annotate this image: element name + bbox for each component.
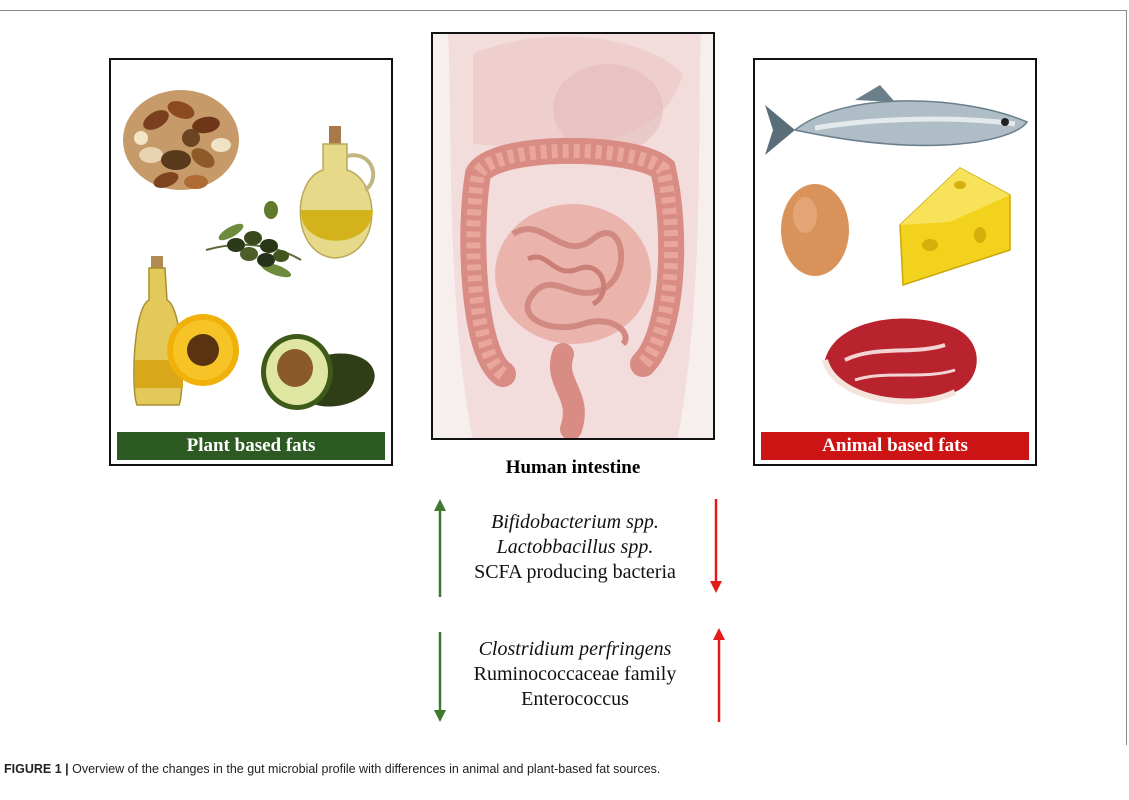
nuts-icon (123, 90, 239, 191)
olive-oil-jar-icon (300, 126, 373, 258)
human-intestine-panel (431, 32, 715, 440)
bacteria-name: SCFA producing bacteria (440, 560, 710, 585)
avocado-icon (261, 334, 379, 413)
plant-fats-banner: Plant based fats (117, 432, 385, 460)
animal-fats-panel: Animal based fats (753, 58, 1037, 466)
figure-caption-text: Overview of the changes in the gut micro… (72, 762, 660, 776)
bacteria-name: Enterococcus (440, 687, 710, 712)
olives-icon (206, 201, 301, 280)
animal-increase-arrow-up-icon (711, 626, 727, 724)
animal-fats-banner: Animal based fats (761, 432, 1029, 460)
meat-icon (825, 318, 977, 401)
figure-caption: FIGURE 1 | Overview of the changes in th… (4, 762, 660, 776)
bacteria-group-2: Clostridium perfringens Ruminococcaceae … (440, 637, 710, 712)
sunflower-icon (167, 314, 239, 386)
fish-icon (765, 85, 1027, 155)
figure-label: FIGURE 1 | (4, 762, 69, 776)
animal-decrease-arrow-down-icon (708, 497, 724, 595)
bacteria-name: Clostridium perfringens (440, 637, 710, 662)
cheese-icon (900, 168, 1010, 285)
bacteria-name: Lactobbacillus spp. (440, 535, 710, 560)
egg-icon (781, 184, 849, 276)
bacteria-name: Ruminococcaceae family (440, 662, 710, 687)
bacteria-name: Bifidobacterium spp. (440, 510, 710, 535)
human-intestine-illustration (433, 34, 715, 440)
intestine-label: Human intestine (431, 457, 715, 479)
plant-fats-panel: Plant based fats (109, 58, 393, 466)
bacteria-group-1: Bifidobacterium spp. Lactobbacillus spp.… (440, 510, 710, 585)
animal-fats-illustration (755, 60, 1037, 466)
plant-fats-illustration (111, 60, 393, 466)
